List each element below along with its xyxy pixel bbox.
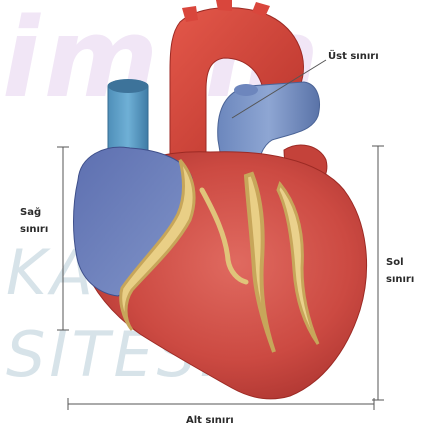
inferior-border-dimension-line (68, 398, 374, 410)
pulmonary-opening (234, 84, 258, 96)
right-border-label: Sağ sınırı (20, 204, 48, 238)
right-border-label-line1: Sağ (20, 204, 48, 221)
right-border-dimension-line (57, 147, 69, 330)
aortic-branch-2 (216, 0, 232, 11)
left-border-label-line1: Sol (386, 254, 414, 271)
left-border-label: Sol sınırı (386, 254, 414, 288)
inferior-border-label: Alt sınırı (186, 412, 234, 429)
right-border-label-line2: sınırı (20, 221, 48, 238)
left-border-dimension-line (372, 146, 384, 400)
superior-vena-cava-opening (108, 79, 148, 93)
upper-border-label: Üst sınırı (328, 48, 379, 65)
left-border-label-line2: sınırı (386, 271, 414, 288)
